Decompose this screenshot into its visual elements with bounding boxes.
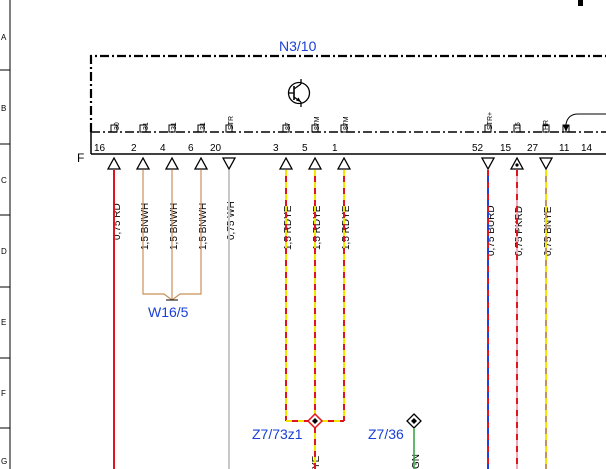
module-outline [89,54,606,132]
row-letter-g: G [1,457,7,466]
splice-icon-core [312,418,318,424]
pin-stub [484,124,492,133]
internal-link [565,113,606,132]
terminal-up-icon [307,156,323,170]
connector-name: F [77,151,84,165]
pin-number: 3 [273,143,279,154]
splice-wire-tail: YE [311,455,322,469]
terminal-up-icon [278,156,294,170]
pin-stub [562,124,570,133]
pin-stub [282,124,290,133]
terminal-dot [515,163,519,167]
wire-labels: 0,75 RD 1,5 BNWH 1,5 BNWH 1,5 BNWH 0,75 … [112,201,554,256]
splice-wire-tail: GN [411,454,422,469]
splice-label: Z7/73z1 [252,426,303,442]
pin-number: 52 [472,143,484,154]
pin-number: 27 [527,143,539,154]
pin-number: 6 [188,143,194,154]
pin-stub [311,124,319,133]
terminal-up-icon [193,156,209,170]
pin-signal: 15 [515,122,522,130]
terminal-up-icon [164,156,180,170]
pin-number: 2 [131,143,137,154]
pin-number: 20 [210,143,222,154]
wire-label: 0,75 WH [226,201,237,240]
terminal-up-icon [336,156,352,170]
pin-number: 5 [302,143,308,154]
wire-label: 0,75 PKRD [514,206,525,256]
pin-signal: 87M [343,116,350,130]
row-letter-d: D [1,247,7,256]
wire-label: 1,5 BNWH [198,203,209,250]
row-letter-a: A [1,33,7,42]
wire-label: 0,75 BNYE [543,206,554,256]
pin-number: 14 [581,143,593,154]
pin-stub [139,124,147,133]
pin-number: 15 [500,143,512,154]
splice-icon-core [411,418,417,424]
wire-label: 1,5 RDYE [283,205,294,250]
pin-number: 11 [559,143,570,154]
pin-signal: STR+ [487,112,494,130]
terminal-down-icon [221,157,237,171]
row-letter-e: E [1,318,6,327]
wire-label: 0,75 BURD [486,205,497,256]
row-letter-c: C [1,176,7,185]
ground-label: W16/5 [148,304,189,320]
terminal-up-icon [106,156,122,170]
pin-stub [110,124,118,133]
pin-stub [340,124,348,133]
splice-label: Z7/36 [368,426,404,442]
terminal-down-icon [538,157,554,171]
pin-stub [542,124,550,133]
corner-mark [578,0,583,6]
wire-label: 1,5 BNWH [140,203,151,250]
pin-signal: 87M [314,116,321,130]
pin-number: 16 [94,143,106,154]
transistor-icon [287,79,311,107]
pin-stub [225,124,233,133]
row-letter-b: B [1,104,6,113]
module-name: N3/10 [279,38,317,54]
row-ruler: A B C D E F G [0,0,11,469]
terminal-up-icon [135,156,151,170]
wire-label: 1,5 RDYE [341,205,352,250]
pin-stub [513,124,521,133]
pin-signal: STR [228,116,235,130]
pin-numbers: 16 2 4 6 20 3 5 1 52 15 27 11 14 [94,143,593,154]
row-letter-f: F [1,389,6,398]
terminal-down-icon [480,157,496,171]
internal-link-arrow [563,125,569,132]
diagram-geometry [106,124,570,469]
wire-label: 1,5 RDYE [312,205,323,250]
wire-label: 1,5 BNWH [169,203,180,250]
pin-number: 4 [160,143,166,154]
pin-number: 1 [332,143,338,154]
wire-label: 0,75 RD [112,203,123,240]
pin-stub [168,124,176,133]
pin-stub [197,124,205,133]
